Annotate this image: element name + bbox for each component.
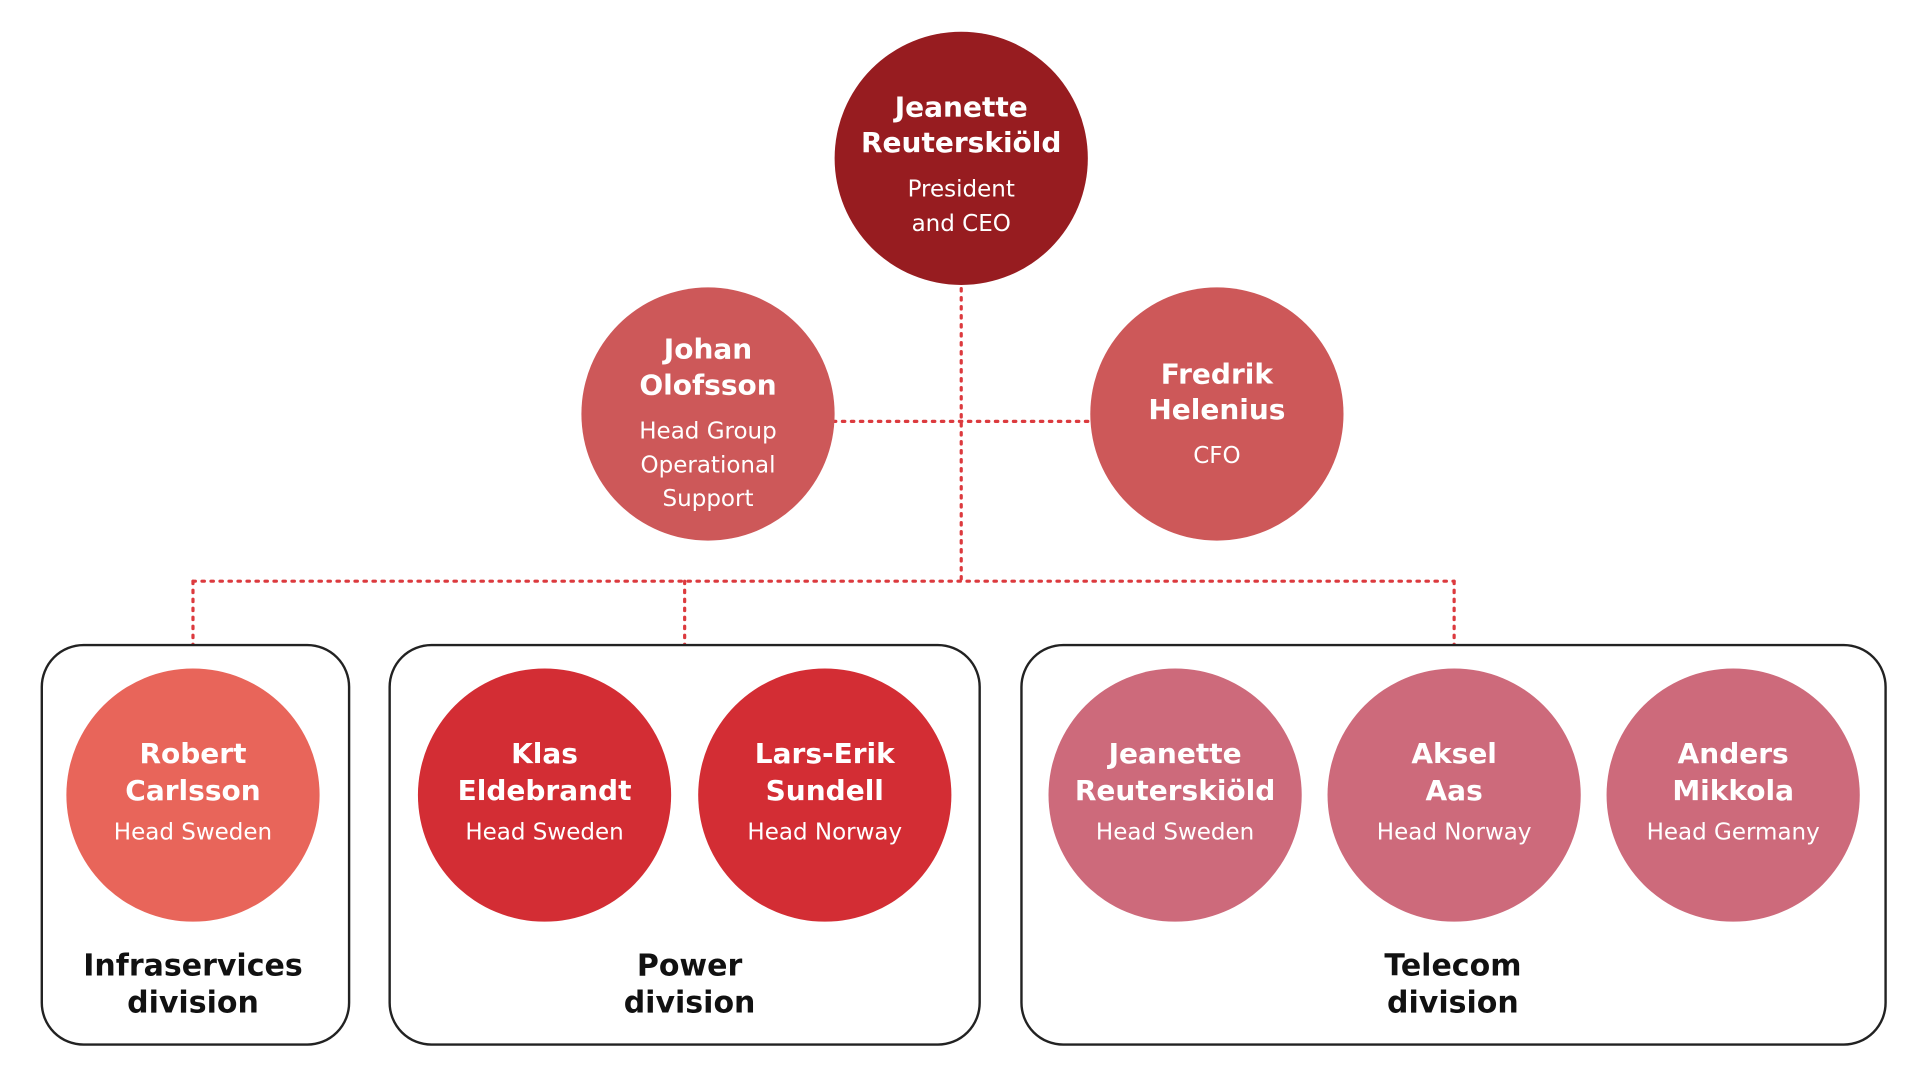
infraservices-division-label: Infraservices — [83, 949, 302, 984]
person-role: Head Sweden — [1096, 819, 1254, 845]
person-role: Head Germany — [1647, 819, 1820, 845]
person-name: Jeanette — [1107, 737, 1242, 770]
person-role: Head Sweden — [114, 819, 272, 845]
division-labels: InfraservicesdivisionPowerdivisionTeleco… — [83, 949, 1521, 1021]
person-name: Anders — [1678, 737, 1789, 770]
telecom-division-label: division — [1387, 986, 1519, 1021]
person-name: Carlsson — [125, 774, 260, 807]
person-circle — [1327, 668, 1581, 922]
division-boxes — [40, 643, 1887, 1046]
person-role: Head Sweden — [465, 819, 623, 845]
person-circle — [834, 31, 1088, 285]
person-role: CFO — [1193, 443, 1240, 469]
person-name: Jeanette — [893, 91, 1028, 124]
person-role: Support — [663, 486, 754, 512]
person-role: President — [908, 176, 1015, 202]
person-name: Mikkola — [1672, 774, 1794, 807]
person-role: Head Norway — [1377, 819, 1532, 845]
person-name: Robert — [139, 737, 246, 770]
person-role: and CEO — [912, 211, 1011, 237]
person-name: Fredrik — [1161, 357, 1275, 390]
infraservices-division-label: division — [127, 986, 259, 1021]
person-name: Olofsson — [639, 368, 776, 401]
person-circle — [698, 668, 952, 922]
person-name: Johan — [662, 333, 752, 366]
person-name: Aksel — [1411, 737, 1497, 770]
person-circle — [66, 668, 320, 922]
person-name: Helenius — [1148, 393, 1285, 426]
person-name: Reuterskiöld — [861, 126, 1061, 159]
person-circle — [1090, 287, 1344, 541]
person-name: Lars-Erik — [755, 737, 896, 770]
person-role: Head Norway — [747, 819, 902, 845]
person-name: Klas — [511, 737, 578, 770]
person-circle — [581, 287, 835, 541]
person-circle — [417, 668, 672, 922]
person-name: Reuterskiöld — [1075, 774, 1275, 807]
person-role: Operational — [641, 452, 776, 478]
power-division-label: Power — [637, 949, 743, 984]
telecom-division-label: Telecom — [1384, 949, 1521, 984]
person-name: Eldebrandt — [458, 774, 632, 807]
connector-lines — [191, 287, 1456, 647]
person-name: Sundell — [766, 774, 884, 807]
person-role: Head Group — [639, 419, 776, 445]
power-division-label: division — [624, 986, 756, 1021]
person-circle — [1606, 668, 1860, 922]
person-circle — [1048, 668, 1302, 922]
person-name: Aas — [1426, 774, 1483, 807]
